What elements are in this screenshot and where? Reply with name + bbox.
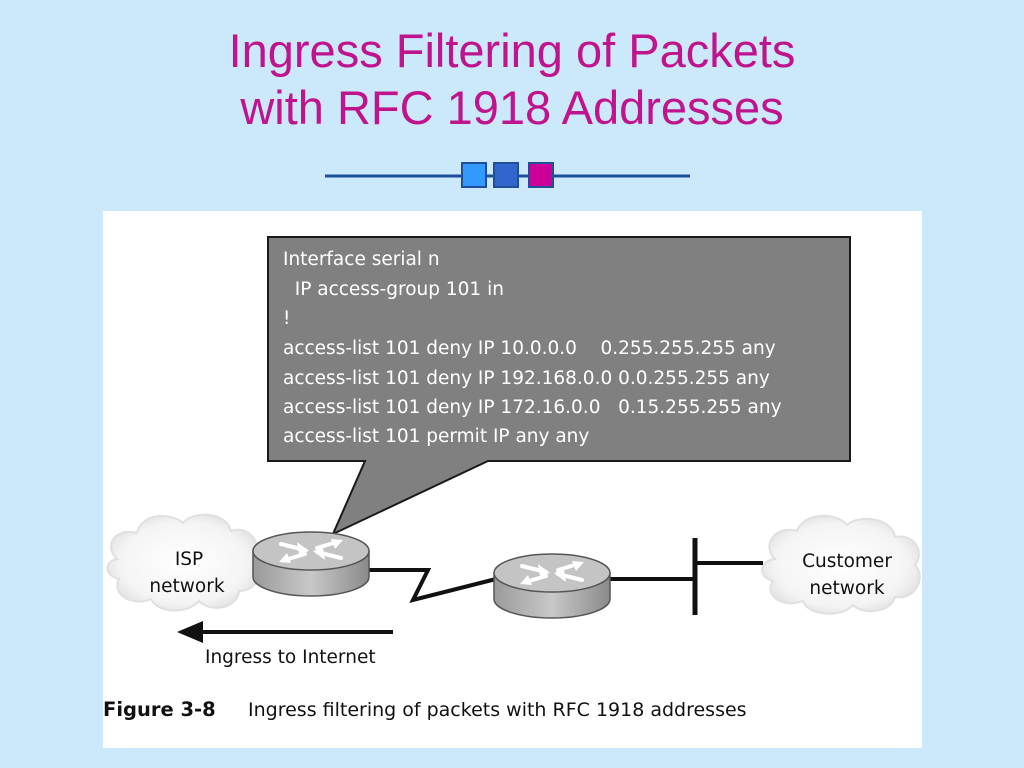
ingress-arrow-label: Ingress to Internet [205, 647, 376, 668]
config-text: Interface serial n IP access-group 101 i… [283, 249, 782, 447]
config-line: access-list 101 deny IP 10.0.0.0 0.255.2… [283, 338, 776, 359]
ingress-arrow-icon [177, 621, 393, 643]
customer-cloud-icon [761, 514, 921, 615]
config-line: access-list 101 deny IP 192.168.0.0 0.0.… [283, 368, 770, 389]
slide-title: Ingress Filtering of Packets with RFC 19… [0, 22, 1024, 136]
isp-cloud-label-1: ISP [175, 549, 203, 570]
customer-cloud-label-1: Customer [802, 551, 892, 572]
isp-cloud-label-2: network [149, 576, 224, 597]
ornament-square-mid [493, 162, 519, 188]
ornament-square-magenta [528, 162, 554, 188]
config-line: access-list 101 deny IP 172.16.0.0 0.15.… [283, 397, 782, 418]
network-diagram: Interface serial n IP access-group 101 i… [103, 236, 921, 721]
border-router-icon [251, 530, 371, 598]
figure-caption-text: Ingress filtering of packets with RFC 19… [248, 699, 747, 721]
config-line: Interface serial n [283, 249, 440, 270]
figure-caption-label: Figure 3-8 [103, 698, 216, 721]
figure-panel: Interface serial n IP access-group 101 i… [103, 211, 922, 748]
customer-cloud-label-2: network [809, 578, 884, 599]
config-line: ! [283, 308, 290, 329]
serial-link [368, 568, 497, 604]
ornament-square-light [461, 162, 487, 188]
slide-title-line-2: with RFC 1918 Addresses [240, 81, 784, 134]
title-ornament [325, 162, 690, 188]
slide-title-line-1: Ingress Filtering of Packets [228, 24, 796, 77]
config-line: IP access-group 101 in [283, 279, 504, 300]
config-callout [267, 236, 851, 537]
config-line: access-list 101 permit IP any any [283, 426, 589, 447]
customer-router-icon [492, 552, 612, 620]
